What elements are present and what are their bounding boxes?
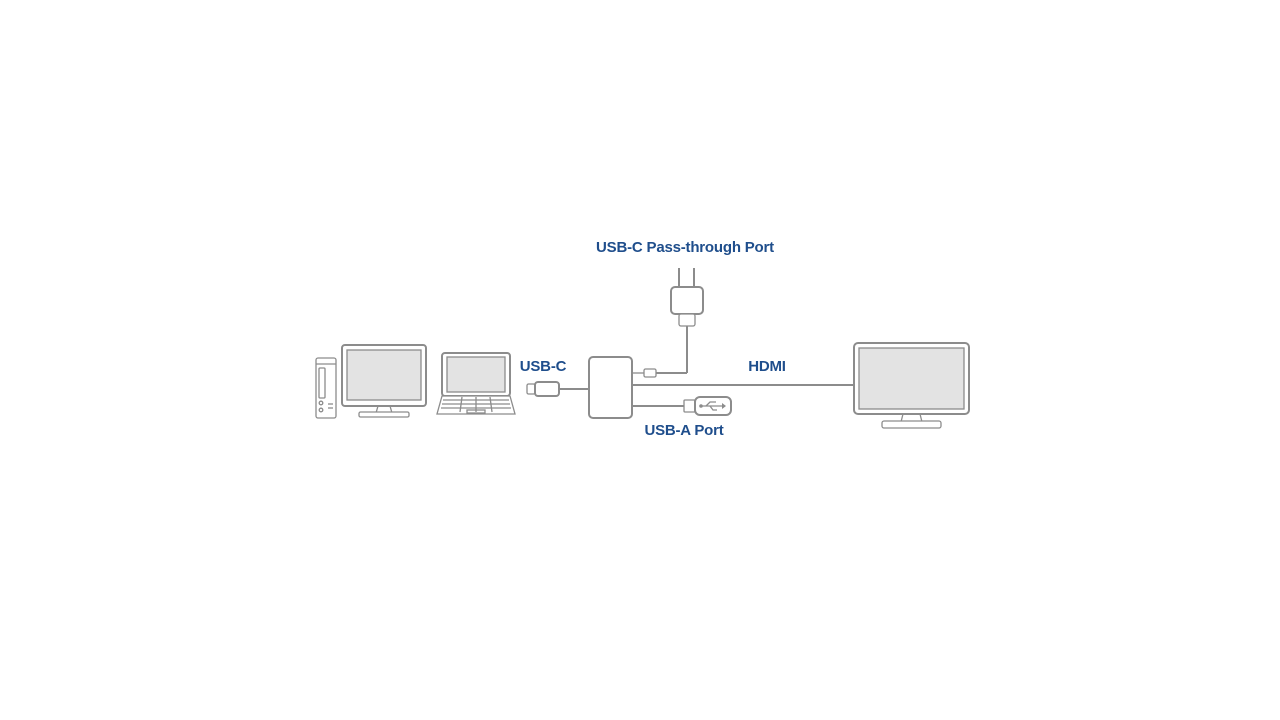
laptop-icon [436, 352, 516, 415]
usb-c-plug-icon [526, 381, 589, 397]
hdmi-monitor-icon [853, 342, 970, 429]
desktop-monitor-icon [341, 344, 427, 418]
usb-c-label: USB-C [520, 358, 567, 375]
hdmi-label: HDMI [748, 358, 786, 375]
power-plug-icon [632, 268, 704, 378]
usb-flash-drive-icon [632, 396, 732, 416]
usb-a-port-label: USB-A Port [644, 422, 723, 439]
desktop-tower-icon [315, 357, 337, 419]
adapter-hub-icon [588, 356, 633, 419]
usb-c-pass-through-label: USB-C Pass-through Port [596, 239, 774, 256]
